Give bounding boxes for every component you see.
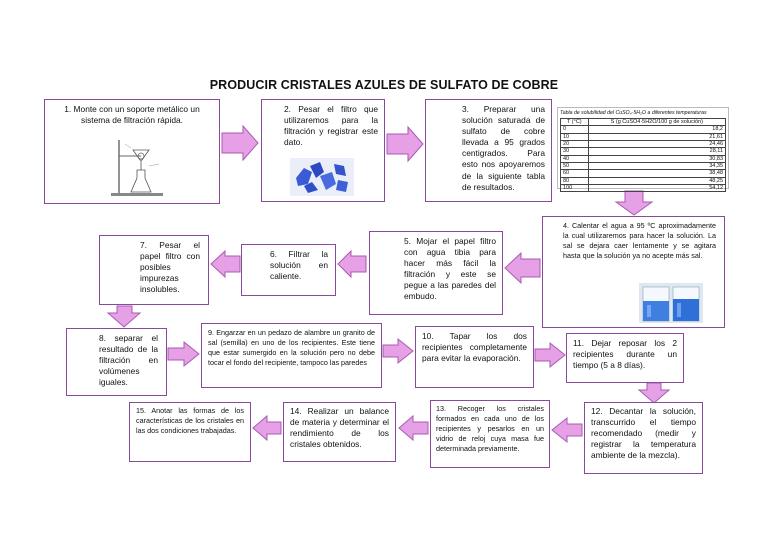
step-3-box: 3. Preparar una solución saturada de sul… — [425, 99, 552, 202]
arrow-right-8-9 — [167, 340, 200, 368]
step-8-text: 8. separar el resultado de la filtración… — [99, 333, 158, 388]
step-11-box: 11. Dejar reposar los 2 recipientes dura… — [566, 333, 684, 383]
table-cell: 60 — [560, 169, 589, 178]
step-12-box: 12. Decantar la solución, transcurrido e… — [584, 402, 703, 474]
step-11-text: 11. Dejar reposar los 2 recipientes dura… — [573, 338, 677, 371]
step-8-box: 8. separar el resultado de la filtración… — [66, 328, 167, 396]
table-cell: 38,48 — [587, 169, 727, 178]
arrow-left-12-13 — [551, 416, 583, 444]
arrow-left-4-5 — [504, 251, 541, 285]
step-15-box: 15. Anotar las formas de los característ… — [129, 402, 251, 462]
step-9-text: 9. Engarzar en un pedazo de alambre un g… — [208, 328, 375, 367]
table-cell: 30 — [560, 147, 589, 156]
step-4-box: 4. Calentar el agua a 95 ºC aproximadame… — [542, 216, 725, 328]
step-3-text: 3. Preparar una solución saturada de sul… — [462, 104, 545, 192]
arrow-right-10-11 — [534, 341, 566, 369]
solubility-table-caption: Tabla de solubilidad del CuSO₄·5H₂O a di… — [560, 110, 707, 116]
table-cell: 21,61 — [587, 132, 727, 141]
step-9-box: 9. Engarzar en un pedazo de alambre un g… — [201, 323, 382, 388]
step-4-text: 4. Calentar el agua a 95 ºC aproximadame… — [563, 221, 716, 260]
arrow-left-14-15 — [252, 414, 282, 442]
step-2-text: 2. Pesar el filtro que utilizaremos para… — [284, 104, 378, 148]
table-cell: 50 — [560, 161, 589, 171]
step-1-text: 1. Monte con un soporte metálico un sist… — [64, 104, 200, 126]
table-cell: 20 — [560, 139, 589, 149]
table-cell: 30,83 — [587, 154, 727, 163]
step-1-box: 1. Monte con un soporte metálico un sist… — [44, 99, 220, 204]
table-cell: 24,46 — [587, 139, 727, 149]
step-2-box: 2. Pesar el filtro que utilizaremos para… — [261, 99, 385, 202]
arrow-right-9-10 — [382, 337, 414, 365]
arrow-right-2-3 — [386, 125, 424, 163]
arrow-left-6-7 — [210, 249, 241, 279]
table-cell: 28,11 — [587, 147, 727, 156]
step-10-box: 10. Tapar los dos recipientes completame… — [415, 326, 534, 388]
step-13-text: 13. Recoger los cristales formados en ca… — [436, 404, 544, 453]
table-cell: 40 — [560, 154, 589, 163]
table-cell: 80 — [560, 176, 589, 185]
arrow-left-13-14 — [398, 414, 429, 442]
step-13-box: 13. Recoger los cristales formados en ca… — [430, 400, 550, 468]
page-title: PRODUCIR CRISTALES AZULES DE SULFATO DE … — [209, 78, 559, 92]
step-14-text: 14. Realizar un balance de materia y det… — [290, 406, 389, 450]
copper-sulfate-crystals-icon — [290, 158, 354, 196]
step-12-text: 12. Decantar la solución, transcurrido e… — [591, 406, 696, 461]
arrow-down-7-8 — [106, 305, 142, 328]
arrow-down-11-12 — [637, 382, 671, 404]
table-header-cell: T (°C) — [560, 117, 589, 127]
solubility-table-grid: T (°C) S (g CuSO4·5H2O/100 g de solución… — [560, 117, 727, 193]
step-7-text: 7. Pesar el papel filtro con posibles im… — [140, 240, 200, 295]
table-cell: 18,2 — [587, 125, 727, 134]
step-6-text: 6. Filtrar la solución en caliente. — [270, 249, 328, 282]
solubility-table: Tabla de solubilidad del CuSO₄·5H₂O a di… — [557, 107, 729, 193]
arrow-right-1-2 — [221, 124, 259, 162]
step-5-box: 5. Mojar el papel filtro con agua tibia … — [369, 231, 503, 315]
step-5-text: 5. Mojar el papel filtro con agua tibia … — [404, 236, 496, 302]
table-header-row: T (°C) S (g CuSO4·5H2O/100 g de solución… — [560, 117, 727, 127]
table-cell: 0 — [560, 125, 589, 134]
table-cell: 54,12 — [587, 183, 727, 193]
step-6-box: 6. Filtrar la solución en caliente. — [241, 244, 336, 296]
step-10-text: 10. Tapar los dos recipientes completame… — [422, 331, 527, 364]
table-header-cell: S (g CuSO4·5H2O/100 g de solución) — [587, 117, 727, 127]
table-cell: 100 — [560, 183, 589, 193]
table-cell: 10 — [560, 132, 589, 141]
table-cell: 48,25 — [587, 176, 727, 185]
step-14-box: 14. Realizar un balance de materia y det… — [283, 402, 396, 462]
table-cell: 34,35 — [587, 161, 727, 171]
arrow-down-3-4 — [614, 190, 654, 216]
heated-solution-beakers-icon — [639, 283, 703, 323]
filtration-apparatus-icon — [111, 140, 163, 196]
arrow-left-5-6 — [337, 249, 367, 279]
step-15-text: 15. Anotar las formas de los característ… — [136, 406, 244, 435]
step-7-box: 7. Pesar el papel filtro con posibles im… — [99, 235, 209, 305]
